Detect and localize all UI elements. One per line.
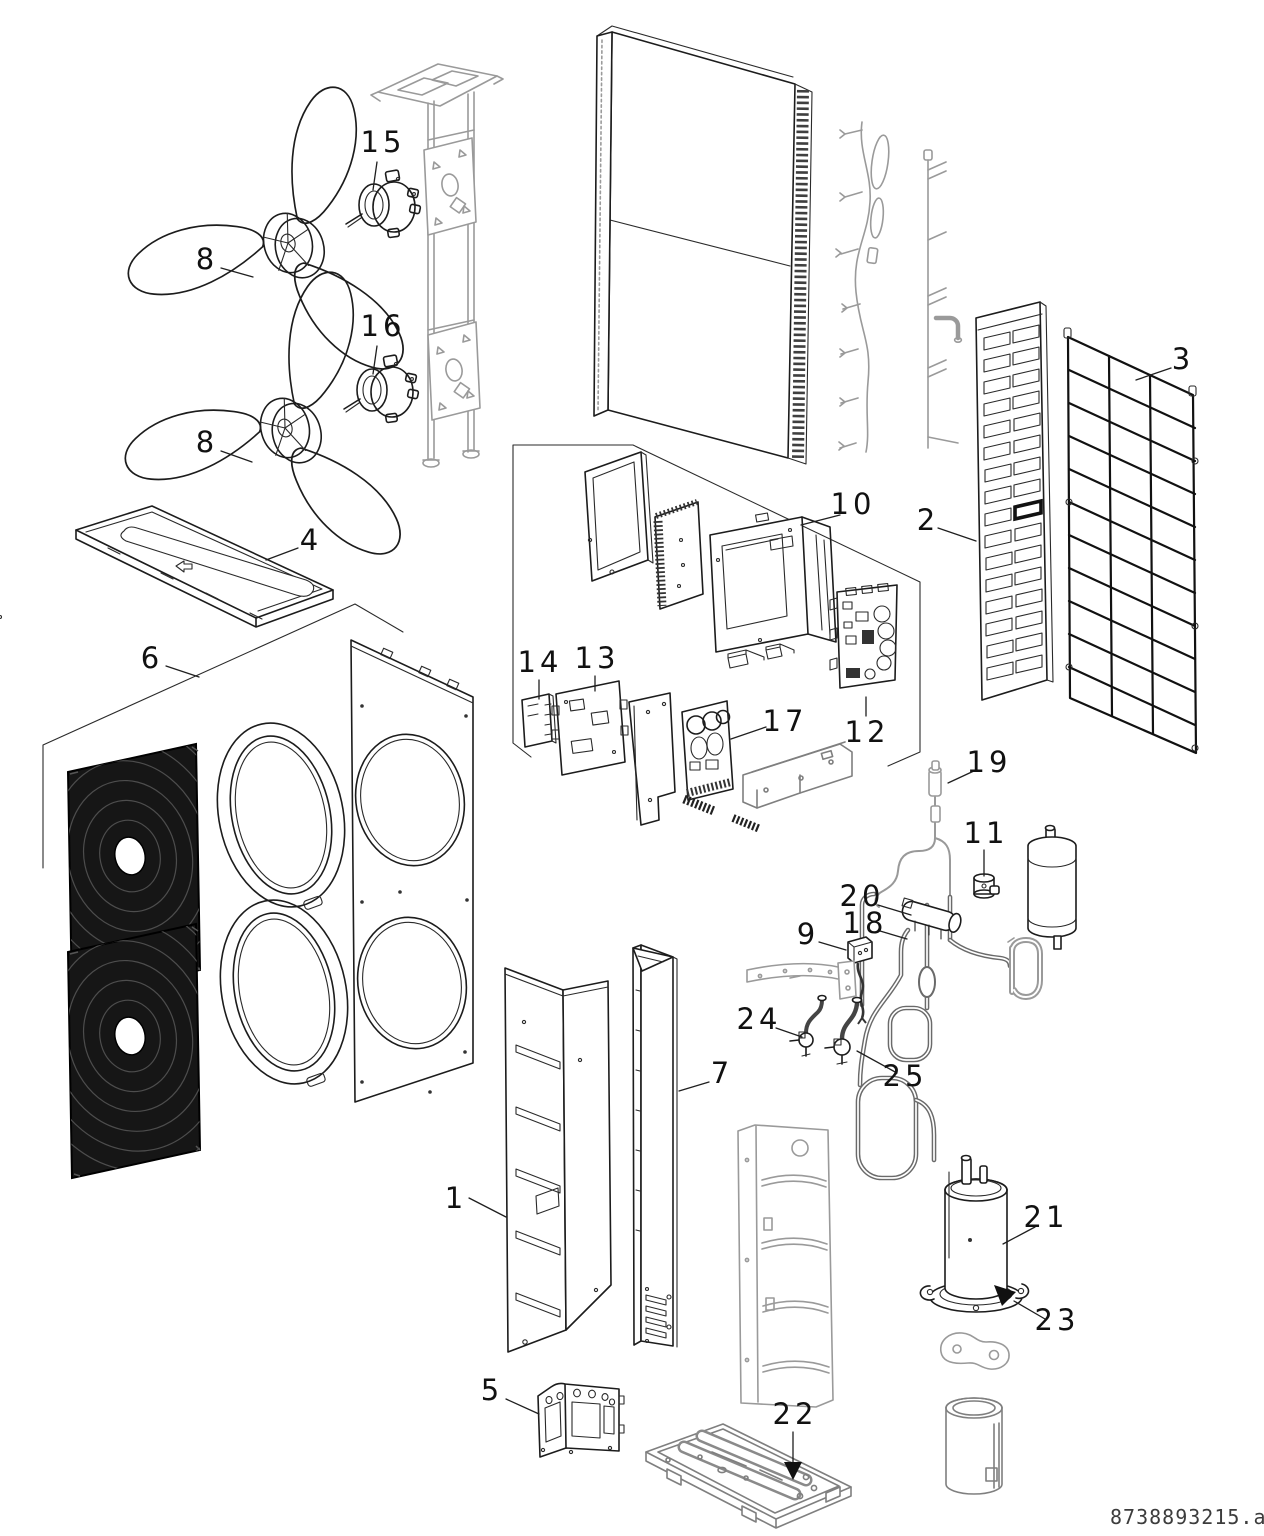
ebox-heatsink-plate <box>653 499 704 610</box>
callout-20: 20 <box>840 879 885 913</box>
solenoid-coil-11 <box>973 873 1000 899</box>
callout-10: 10 <box>831 487 876 521</box>
callout-17: 17 <box>763 704 808 738</box>
accumulator-tank <box>1027 824 1077 950</box>
callout-16: 16 <box>361 309 406 343</box>
callout-8-bottom: 8 <box>196 425 218 459</box>
arrow-down-icon <box>784 1462 802 1480</box>
sensor-pipe-19 <box>874 760 951 908</box>
fan-motor-16 <box>343 354 420 424</box>
compressor-grommet-plate <box>940 1332 1010 1370</box>
open-direction-arrow-icon <box>175 560 193 573</box>
ebox-shelf-bracket <box>742 741 853 809</box>
heat-exchanger-coil <box>593 25 813 465</box>
document-part-code: 8738893215.ac <box>1110 1505 1264 1529</box>
group-boundary-front-assembly <box>42 603 404 869</box>
callout-21: 21 <box>1024 1200 1069 1234</box>
compressor-21 <box>919 1154 1030 1313</box>
service-valve-25 <box>824 996 863 1065</box>
callout-14: 14 <box>518 645 563 679</box>
callout-labels: 15 8 16 8 4 6 2 3 10 14 13 12 17 19 11 2… <box>141 125 1194 1431</box>
four-way-valve-20 <box>901 897 962 940</box>
group-boundary-electrical-box <box>512 444 921 767</box>
callout-4: 4 <box>300 523 322 557</box>
inverter-module-17 <box>681 700 734 801</box>
callout-3: 3 <box>1172 342 1194 376</box>
callout-18: 18 <box>843 906 888 940</box>
pipe-assembly-vertical <box>923 149 963 449</box>
ebox-mounting-plate <box>628 692 676 826</box>
main-control-pcb-12 <box>829 582 898 689</box>
callout-12: 12 <box>845 715 890 749</box>
louvered-side-panel <box>975 301 1054 701</box>
callout-13: 13 <box>575 641 620 675</box>
corner-panel-1 <box>504 967 612 1353</box>
fan-motor-15 <box>345 169 422 239</box>
front-panel-orifice-plate <box>350 639 474 1103</box>
service-valve-24 <box>789 994 827 1057</box>
pcb-14 <box>521 693 557 748</box>
compressor-sound-insulation-wrap <box>945 1397 1003 1495</box>
callout-23: 23 <box>1035 1303 1080 1337</box>
arrow-up-left-icon <box>994 1285 1016 1306</box>
callout-25: 25 <box>883 1059 928 1093</box>
support-bracket-grey <box>746 960 857 1000</box>
wire-grid-guard <box>1063 327 1199 755</box>
fan-motor-support-bracket <box>370 63 504 468</box>
wiring-harness <box>835 121 890 453</box>
pcb-13 <box>551 680 629 776</box>
leader-lines <box>165 161 1172 1480</box>
callout-7: 7 <box>711 1056 733 1090</box>
partition-panel <box>737 1124 834 1408</box>
ebox-chassis <box>0 512 837 653</box>
callout-15: 15 <box>361 125 406 159</box>
callout-24: 24 <box>737 1002 782 1036</box>
bellmouth-ring-top <box>200 710 378 920</box>
callout-6: 6 <box>141 641 163 675</box>
top-cover-panel <box>75 505 334 628</box>
terminal-block-small <box>727 643 795 669</box>
callout-9: 9 <box>797 917 819 951</box>
callout-22: 22 <box>773 1397 818 1431</box>
u-pipe <box>1007 936 1043 1001</box>
callout-2: 2 <box>917 503 939 537</box>
callout-1: 1 <box>445 1181 467 1215</box>
solenoid-valve-9 <box>847 936 873 1025</box>
corner-pillar-7 <box>632 944 678 1348</box>
callout-19: 19 <box>967 745 1012 779</box>
terminal-strip-icons <box>682 794 762 833</box>
callout-5: 5 <box>481 1373 503 1407</box>
ebox-cover-frame <box>584 451 654 582</box>
corner-bracket-5 <box>537 1382 625 1458</box>
base-pan <box>645 1423 852 1529</box>
callout-11: 11 <box>964 816 1009 850</box>
callout-8-top: 8 <box>196 242 218 276</box>
